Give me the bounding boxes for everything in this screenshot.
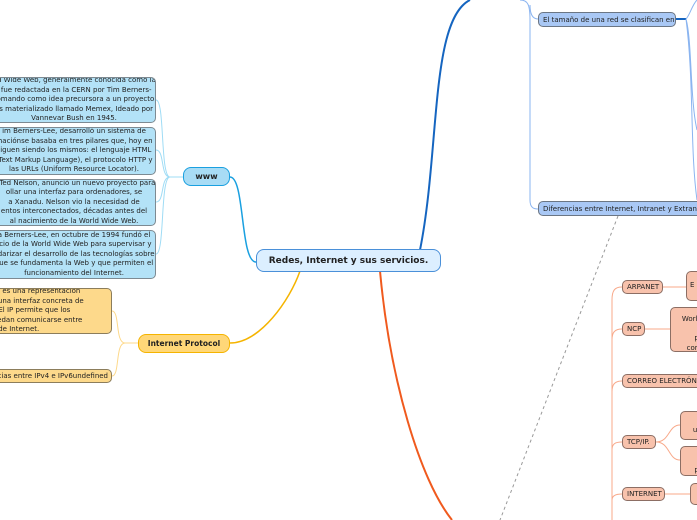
line: per <box>694 334 697 344</box>
line: adarizar el desarrollo de las tecnología… <box>0 249 155 258</box>
www-note-2[interactable]: im Berners-Lee, desarrolló un sistema de… <box>0 127 156 175</box>
line: 0 Ted Nelson, anunció un nuevo proyecto … <box>0 179 156 187</box>
ncp-note[interactable]: EnWorkinllapercomp <box>670 307 697 352</box>
line: vos puedan comunicarse entre <box>0 315 83 324</box>
line: tomando como idea precursora a un proyec… <box>0 95 155 104</box>
line: ás materializado llamado Memex, Ideado p… <box>0 104 154 113</box>
line: a Berners-Lee, en octubre de 1994 fundó … <box>0 230 151 239</box>
tcpip-note-1[interactable]: Euna <box>680 411 697 440</box>
line: Workin <box>681 315 697 324</box>
subtopic-network-size[interactable]: El tamaño de una red se clasifican en: <box>538 12 676 27</box>
line: ntifica una interfaz concreta de <box>0 296 84 305</box>
history-tcp-ip[interactable]: TCP/IP. <box>622 435 656 449</box>
line: entos interconectados, décadas antes del <box>0 207 148 216</box>
line: la red. El IP permite que los <box>0 306 71 315</box>
line: las URLs (Uniform Resource Locator). <box>8 165 140 174</box>
tcpip-note-2[interactable]: Ennupor <box>680 446 697 476</box>
line: rcio de la World Wide Web para supervisa… <box>0 240 152 249</box>
www-note-1[interactable]: rld Wide Web, generalmente conocida como… <box>0 77 156 123</box>
line: omo IP, es una representación <box>0 288 81 296</box>
line: ollar una interfaz para ordenadores, se <box>5 188 143 197</box>
topic-www[interactable]: www <box>183 167 230 186</box>
line: que se fundamenta la Web y que permiten … <box>0 259 154 268</box>
line: una <box>692 425 697 434</box>
internet-note[interactable] <box>690 483 697 505</box>
subtopic-internet-intranet-extranet[interactable]: Diferencias entre Internet, Intranet y E… <box>538 201 697 216</box>
line: im Berners-Lee, desarrolló un sistema de <box>2 127 146 136</box>
line: siguen siendo los mismos: el lenguaje HT… <box>0 146 152 155</box>
line: través de Internet. <box>0 325 40 334</box>
topic-internet-protocol[interactable]: Internet Protocol <box>138 334 230 353</box>
line: , fue redactada en la CERN por Tim Berne… <box>0 85 152 94</box>
line: por <box>694 466 697 475</box>
history-internet[interactable]: INTERNET <box>622 487 665 501</box>
ip-note-1[interactable]: omo IP, es una representaciónntifica una… <box>0 288 112 334</box>
line: rld Wide Web, generalmente conocida como… <box>0 77 156 85</box>
central-topic[interactable]: Redes, Internet y sus servicios. <box>256 249 441 272</box>
line: comp <box>686 343 697 352</box>
arpanet-note[interactable]: E <box>686 271 697 301</box>
history-correo-electronico[interactable]: CORREO ELECTRÓNICO <box>622 374 697 388</box>
line: E <box>690 281 695 290</box>
line: maciónse basaba en tres pilares que, hoy… <box>0 136 153 145</box>
line: al nacimiento de la World Wide Web. <box>9 216 139 225</box>
line: rText Markup Language), el protocolo HTT… <box>0 155 153 164</box>
history-arpanet[interactable]: ARPANET <box>622 280 663 294</box>
history-ncp[interactable]: NCP <box>622 322 645 336</box>
line: funcionamiento del Internet. <box>24 268 124 277</box>
www-note-4[interactable]: a Berners-Lee, en octubre de 1994 fundó … <box>0 230 156 279</box>
www-note-3[interactable]: 0 Ted Nelson, anunció un nuevo proyecto … <box>0 179 156 226</box>
ip-note-2[interactable]: ncias entre IPv4 e IPv6undefined <box>0 369 112 383</box>
line: Vannevar Bush en 1945. <box>31 114 117 123</box>
line: a Xanadu. Nelson vio la necesidad de <box>8 197 140 206</box>
